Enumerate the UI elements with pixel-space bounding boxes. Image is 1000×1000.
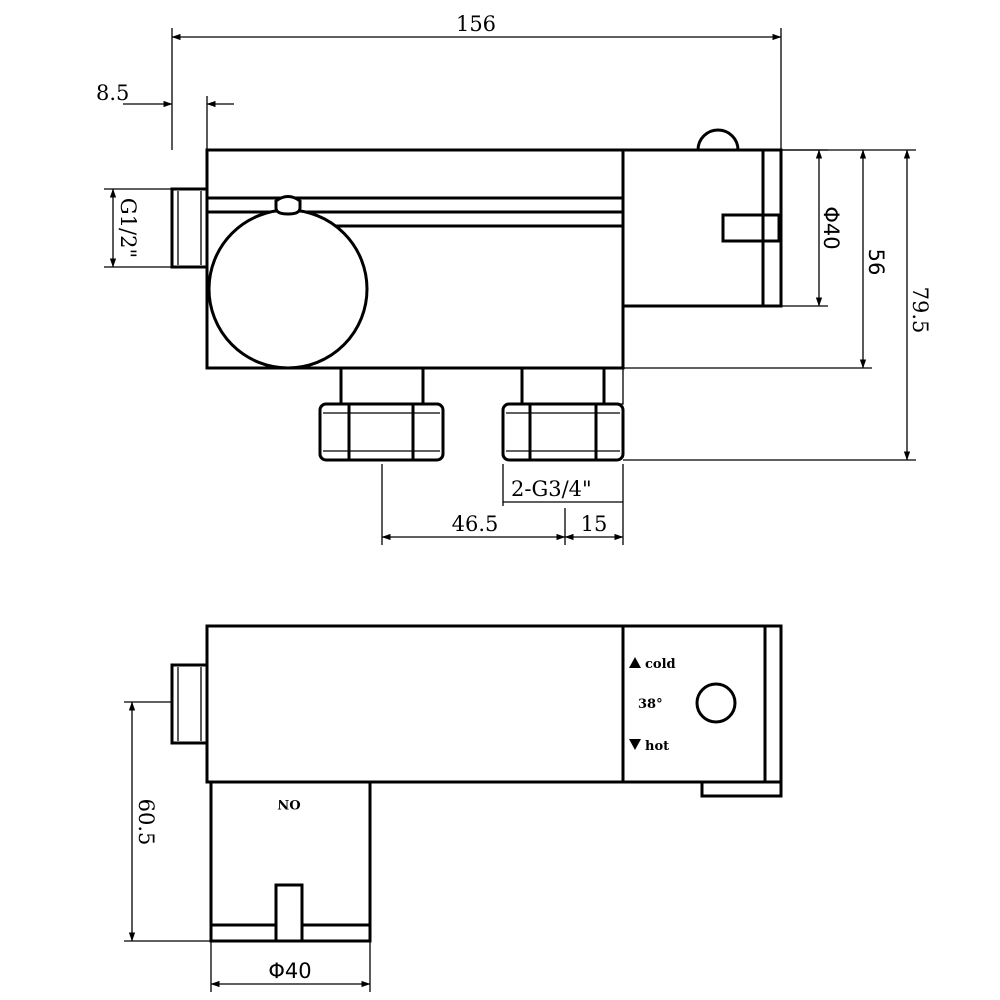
hex-nut-left [318,402,445,462]
dim-g34-label: 2-G3/4" [511,477,592,501]
flow-handle [207,208,369,370]
outlet-stem-left [339,366,425,406]
hot-arrow-icon [629,739,641,750]
inlet-fitting-bottom [170,663,209,745]
dim-46-5-label: 46.5 [452,512,499,536]
dim-79-5-label: 79.5 [908,287,932,334]
dim-15-label: 15 [581,512,608,536]
dimension-body-height: 56 [623,149,888,369]
dimension-inlet-thread: G1/2" [104,188,172,268]
cold-label: cold [645,657,676,672]
lever-tab [721,213,781,243]
inlet-fitting [170,187,209,269]
hot-label: hot [645,739,669,754]
front-view: 156 8.5 G1/2" Φ40 56 [96,12,932,545]
dim-156-label: 156 [456,12,496,36]
outlet-stem-right [520,366,606,406]
dim-56-label: 56 [864,249,888,276]
cold-arrow-icon [629,657,641,668]
handle-notch [274,195,302,216]
lever-bottom [700,780,783,798]
dimension-outlet-spacing: 46.5 15 [381,464,624,545]
on-label: ON [277,796,300,811]
dimension-total-height: 79.5 [623,149,932,461]
dimension-inlet-offset: 8.5 [96,81,234,150]
bottom-view: cold 38° hot ON 60.5 Φ40 [124,624,783,992]
dimension-handle-diameter: Φ40 [781,149,843,307]
flow-lever [274,883,304,943]
temp-button [695,682,737,724]
dimension-outlet-thread: 2-G3/4" [502,464,624,545]
hex-nut-right [501,402,625,462]
dim-phi40-bottom-label: Φ40 [268,959,311,983]
dim-8-5-label: 8.5 [96,81,129,105]
dim-phi40-label: Φ40 [819,206,843,249]
dimension-depth: 60.5 [124,701,211,942]
knob-bump [696,128,740,151]
temp-38-label: 38° [638,697,663,712]
valve-body-bottom [205,624,625,784]
dim-g12-label: G1/2" [116,198,140,258]
dimension-knob-diameter: Φ40 [210,941,371,992]
thermostat-handle [621,148,783,308]
dim-60-5-label: 60.5 [134,799,158,846]
dimension-overall-width: 156 [171,12,782,150]
